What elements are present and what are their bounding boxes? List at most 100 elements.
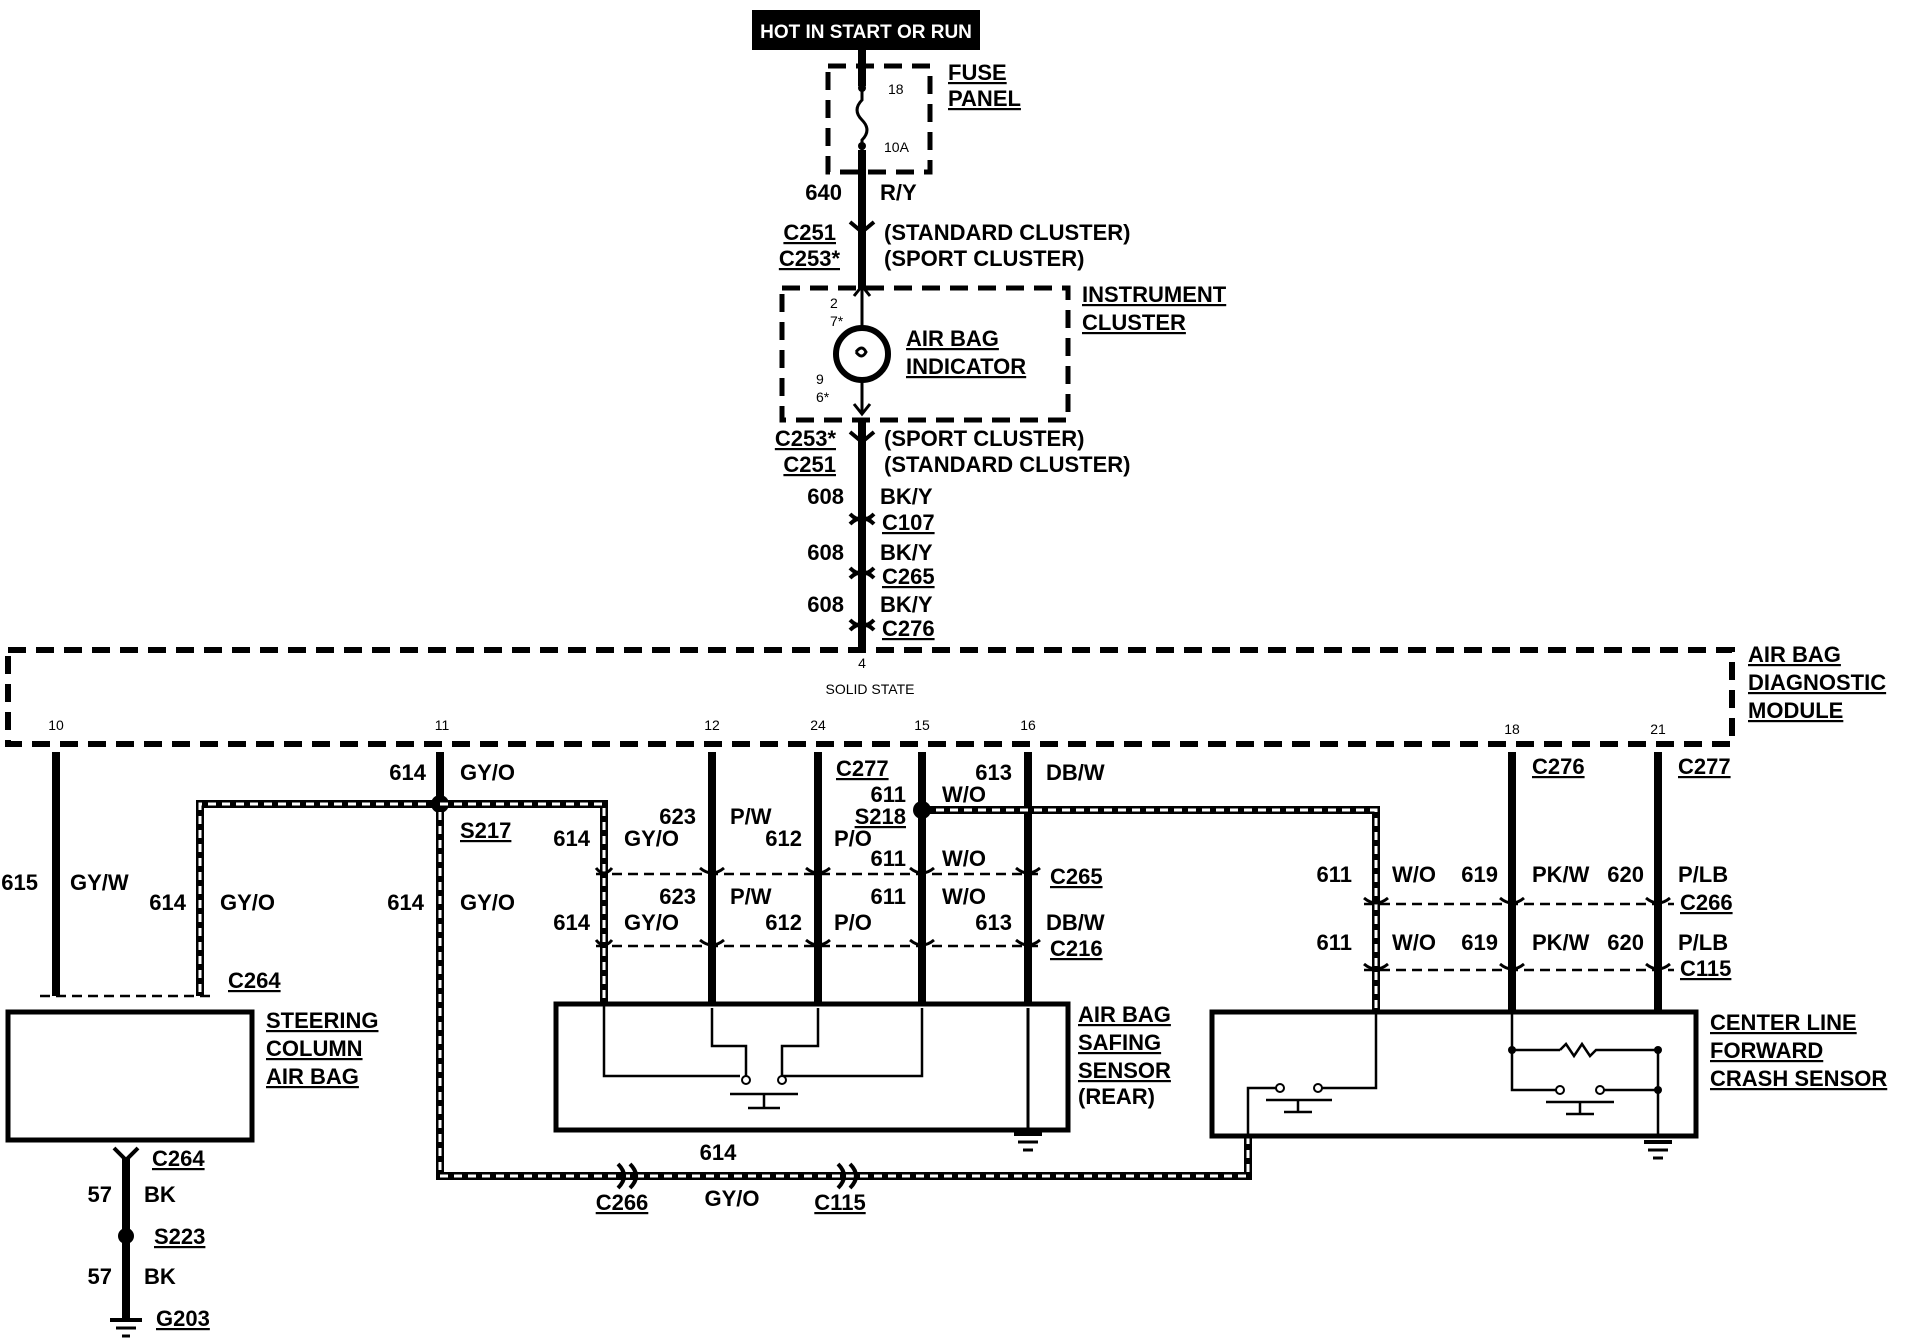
wire-614-color: GY/O bbox=[460, 760, 515, 785]
wire-640-number: 640 bbox=[805, 180, 842, 205]
row2-612-number: 612 bbox=[765, 910, 802, 935]
crash-connector-c276: C276 bbox=[1532, 754, 1585, 779]
fuse-panel-title-1: FUSE bbox=[948, 60, 1007, 85]
connector-top-1-id: C251 bbox=[783, 220, 836, 245]
module-pin-15: 15 bbox=[914, 717, 930, 733]
wire-608-1-color: BK/Y bbox=[880, 484, 933, 509]
steering-column-air-bag-box bbox=[5, 1009, 255, 1143]
safing-ground-icon bbox=[1014, 1132, 1042, 1152]
steering-title-2: COLUMN bbox=[266, 1036, 363, 1061]
crash-row1-611-color: W/O bbox=[1392, 862, 1436, 887]
safing-wire-613-color: DB/W bbox=[1046, 760, 1105, 785]
fuse-rating: 10A bbox=[884, 139, 910, 155]
safing-sensor-box bbox=[553, 1001, 1071, 1133]
fuse-number: 18 bbox=[888, 81, 904, 97]
steering-614-color: GY/O bbox=[220, 890, 275, 915]
crash-row2-620-color: P/LB bbox=[1678, 930, 1728, 955]
row2-611-color: W/O bbox=[942, 884, 986, 909]
crash-title-2: FORWARD bbox=[1710, 1038, 1823, 1063]
safing-title-4: (REAR) bbox=[1078, 1084, 1155, 1109]
module-pin-11: 11 bbox=[435, 717, 450, 733]
cluster-pin-top-2: 7* bbox=[830, 313, 844, 329]
crash-row2-619-number: 619 bbox=[1461, 930, 1498, 955]
resistor-icon bbox=[1559, 1041, 1600, 1059]
connector-mid-1-id: C253* bbox=[775, 426, 837, 451]
module-pin-12: 12 bbox=[704, 717, 720, 733]
splice-s223: S223 bbox=[154, 1224, 205, 1249]
module-top-pin: 4 bbox=[858, 655, 866, 671]
ground-wire-color: BK bbox=[144, 1182, 176, 1207]
steering-title-1: STEERING bbox=[266, 1008, 378, 1033]
crash-row1-611-number: 611 bbox=[1317, 862, 1353, 887]
safing-wire-613-number: 613 bbox=[975, 760, 1012, 785]
crash-row1-620-number: 620 bbox=[1607, 862, 1644, 887]
ground-g203: G203 bbox=[156, 1306, 210, 1331]
bottom-run-number: 614 bbox=[700, 1140, 737, 1165]
row1-611-color: W/O bbox=[942, 846, 986, 871]
instrument-cluster-title-1: INSTRUMENT bbox=[1082, 282, 1227, 307]
wire-608-1-connector: C107 bbox=[882, 510, 935, 535]
connector-mid-2-note: (STANDARD CLUSTER) bbox=[884, 452, 1130, 477]
ground-wire2-number: 57 bbox=[88, 1264, 112, 1289]
safing-conn-row2: C216 bbox=[1050, 936, 1103, 961]
connector-top-1-note: (STANDARD CLUSTER) bbox=[884, 220, 1130, 245]
crash-row2-620-number: 620 bbox=[1607, 930, 1644, 955]
source-label-box bbox=[752, 10, 980, 50]
safing-title-3: SENSOR bbox=[1078, 1058, 1171, 1083]
row2-623-number: 623 bbox=[659, 884, 696, 909]
cluster-pin-bottom-2: 6* bbox=[816, 389, 830, 405]
connector-top-2-note: (SPORT CLUSTER) bbox=[884, 246, 1084, 271]
splice-s217: S217 bbox=[460, 818, 511, 843]
fuse-panel-title-2: PANEL bbox=[948, 86, 1021, 111]
crash-row2-611-number: 611 bbox=[1317, 930, 1353, 955]
module-title-3: MODULE bbox=[1748, 698, 1843, 723]
splice-s218: S218 bbox=[855, 804, 906, 829]
row1-611-number: 611 bbox=[871, 846, 907, 871]
crash-switch-icon-right bbox=[1546, 1100, 1614, 1116]
branch-614-number: 614 bbox=[387, 890, 424, 915]
crash-sensor-box bbox=[1209, 1009, 1699, 1139]
diagnostic-module-box bbox=[5, 647, 1735, 747]
crash-connector-c277: C277 bbox=[1678, 754, 1731, 779]
wire-615-color: GY/W bbox=[70, 870, 129, 895]
crash-row2-611-color: W/O bbox=[1392, 930, 1436, 955]
connector-mid-1-note: (SPORT CLUSTER) bbox=[884, 426, 1084, 451]
safing-connector-c277: C277 bbox=[836, 756, 889, 781]
splice-s223-dot bbox=[118, 1228, 134, 1244]
steering-connector: C264 bbox=[228, 968, 281, 993]
connector-c266-bottom-icon bbox=[616, 1162, 638, 1190]
row1-612-color: P/O bbox=[834, 826, 872, 851]
row2-614-number: 614 bbox=[553, 910, 590, 935]
steering-ground-connector: C264 bbox=[152, 1146, 205, 1171]
splice-s218-dot bbox=[913, 801, 931, 819]
safing-title-2: SAFING bbox=[1078, 1030, 1161, 1055]
ground-g203-icon bbox=[110, 1318, 142, 1338]
module-subtitle: SOLID STATE bbox=[826, 681, 915, 697]
crash-conn-row2: C115 bbox=[1680, 956, 1731, 981]
steering-title-3: AIR BAG bbox=[266, 1064, 359, 1089]
steering-614-number: 614 bbox=[149, 890, 186, 915]
wire-608-3-number: 608 bbox=[807, 592, 844, 617]
cluster-pin-bottom-1: 9 bbox=[816, 371, 824, 387]
bottom-run-connector-c266: C266 bbox=[596, 1190, 649, 1215]
module-title-1: AIR BAG bbox=[1748, 642, 1841, 667]
safing-conn-row1: C265 bbox=[1050, 864, 1103, 889]
crash-ground-icon bbox=[1644, 1140, 1672, 1160]
row1-623-color: P/W bbox=[730, 804, 772, 829]
safing-title-1: AIR BAG bbox=[1078, 1002, 1171, 1027]
wire-608-3-color: BK/Y bbox=[880, 592, 933, 617]
row2-623-color: P/W bbox=[730, 884, 772, 909]
source-label: HOT IN START OR RUN bbox=[760, 22, 972, 43]
row2-614-color: GY/O bbox=[624, 910, 679, 935]
fuse-panel-box bbox=[825, 63, 933, 175]
air-bag-indicator-label-2: INDICATOR bbox=[906, 354, 1026, 379]
module-pin-24: 24 bbox=[810, 717, 826, 733]
branch-614-color: GY/O bbox=[460, 890, 515, 915]
crash-title-3: CRASH SENSOR bbox=[1710, 1066, 1887, 1091]
wire-608-3-connector: C276 bbox=[882, 616, 935, 641]
connector-c265-top-icon bbox=[848, 566, 876, 580]
safing-wire-611-color: W/O bbox=[942, 782, 986, 807]
bottom-run-color: GY/O bbox=[704, 1186, 759, 1211]
connector-c276-top-icon bbox=[848, 618, 876, 632]
